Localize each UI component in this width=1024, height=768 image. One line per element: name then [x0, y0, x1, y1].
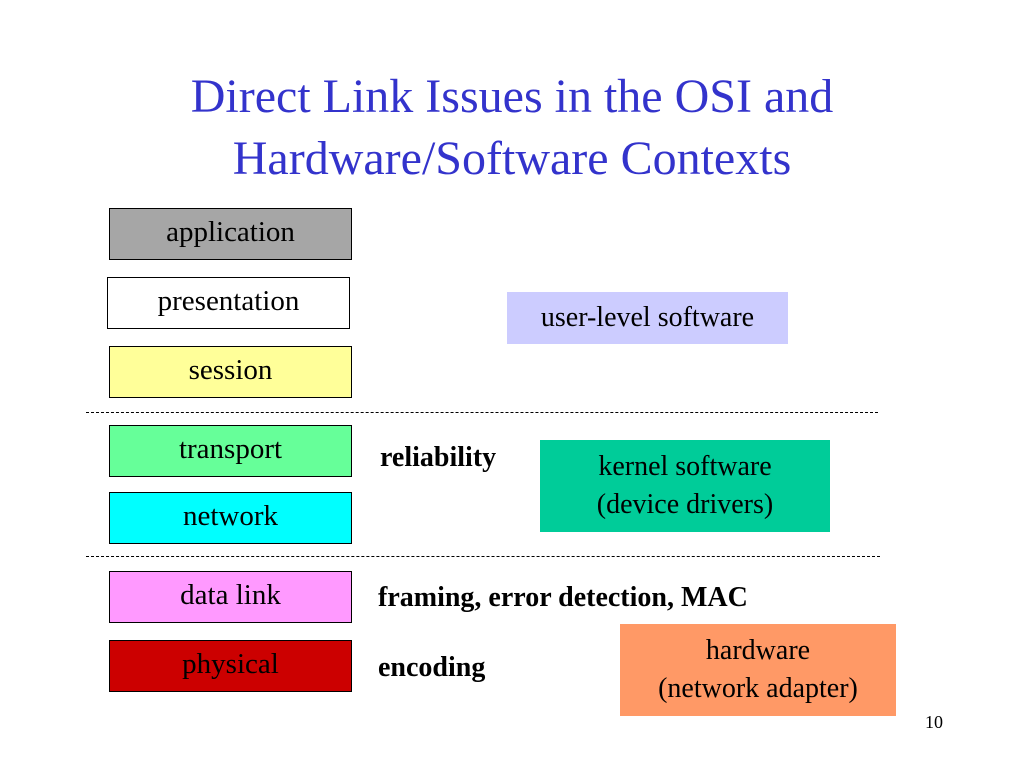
layer-transport: transport	[109, 425, 352, 477]
context-kernel-line-2: (device drivers)	[596, 489, 774, 520]
layer-data-link: data link	[109, 571, 352, 623]
layer-application: application	[109, 208, 352, 260]
separator-user-kernel	[86, 412, 878, 413]
separator-kernel-hardware	[86, 556, 880, 557]
issue-encoding: encoding	[378, 652, 486, 683]
context-kernel-line-1: kernel software	[598, 451, 772, 482]
context-kernel-software: kernel software (device drivers)	[540, 440, 830, 532]
layer-physical: physical	[109, 640, 352, 692]
context-hardware-line-2: (network adapter)	[658, 673, 858, 704]
issue-framing: framing, error detection, MAC	[378, 582, 748, 613]
context-user-label: user-level software	[540, 302, 755, 333]
layer-network: network	[109, 492, 352, 544]
context-hardware: hardware (network adapter)	[620, 624, 896, 716]
slide-title: Direct Link Issues in the OSI and Hardwa…	[0, 66, 1024, 190]
layer-presentation: presentation	[107, 277, 350, 329]
context-user-level-software: user-level software	[507, 292, 788, 344]
page-number: 10	[925, 712, 943, 732]
issue-reliability: reliability	[380, 442, 497, 473]
context-hardware-line-1: hardware	[705, 635, 811, 666]
layer-session: session	[109, 346, 352, 398]
slide-title-line-2: Hardware/Software Contexts	[232, 132, 792, 185]
slide-title-line-1: Direct Link Issues in the OSI and	[190, 70, 834, 123]
